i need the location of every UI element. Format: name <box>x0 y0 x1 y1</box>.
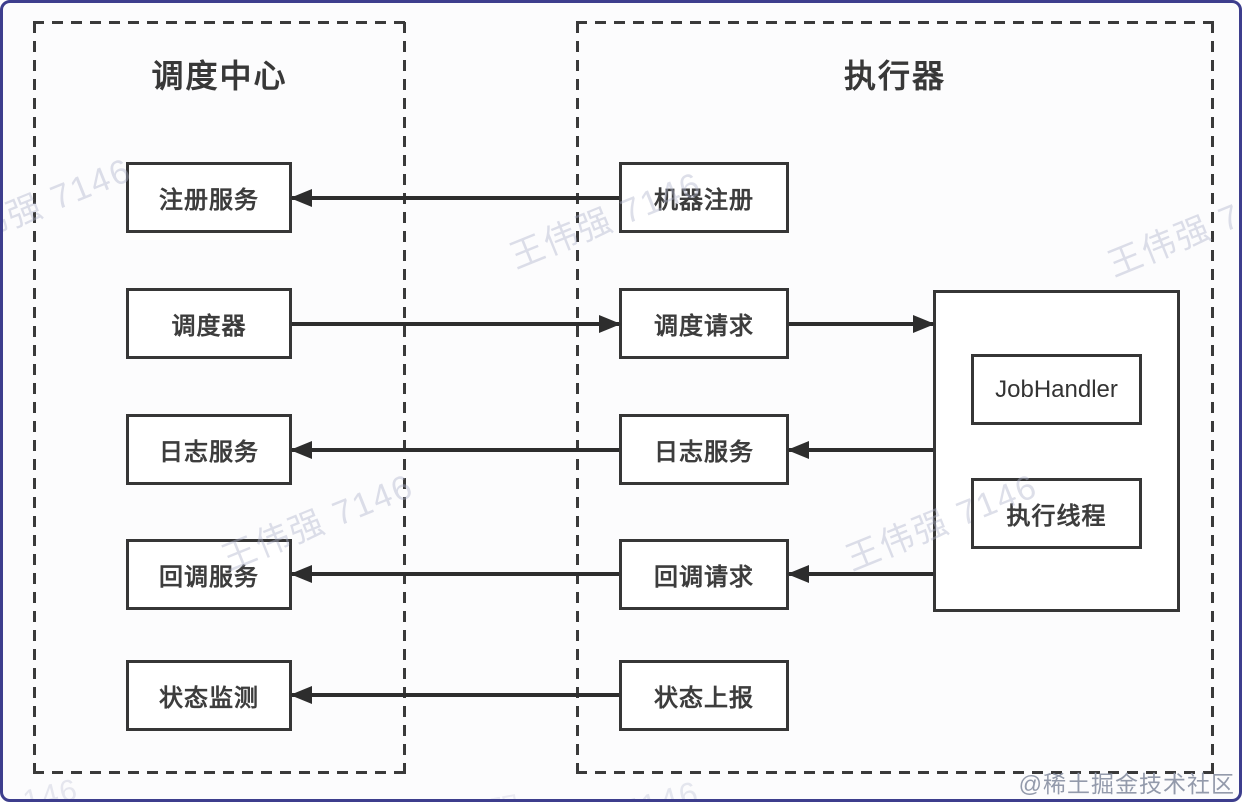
arrowhead-left-icon <box>290 189 312 207</box>
executor-inner-box <box>933 290 1180 612</box>
node-register-service: 注册服务 <box>126 162 292 233</box>
node-callback-request: 回调请求 <box>619 539 789 610</box>
node-callback-service: 回调服务 <box>126 539 292 610</box>
arrow-schedule-request-to-inner-box <box>789 315 935 333</box>
arrow-inner-box-to-log-executor <box>787 441 933 459</box>
watermark-fragment: 王伟强 <box>424 782 526 799</box>
arrowhead-left-icon <box>787 441 809 459</box>
arrowhead-right-icon <box>599 315 621 333</box>
arrow-inner-box-to-callback-request <box>787 565 933 583</box>
node-scheduler: 调度器 <box>126 288 292 359</box>
node-schedule-request: 调度请求 <box>619 288 789 359</box>
watermark-fragment: 146 <box>19 772 83 802</box>
arrow-callback-request-to-callback-service <box>290 565 619 583</box>
arrow-status-report-to-status-monitor <box>290 686 619 704</box>
watermark-fragment: 7146 <box>617 774 703 799</box>
arrowhead-left-icon <box>787 565 809 583</box>
arrowhead-left-icon <box>290 686 312 704</box>
arrowhead-left-icon <box>290 441 312 459</box>
node-log-service-executor: 日志服务 <box>619 414 789 485</box>
arrow-log-executor-to-log-center <box>290 441 619 459</box>
node-jobhandler: JobHandler <box>971 354 1142 425</box>
site-credit: @稀土掘金技术社区 <box>1018 771 1235 797</box>
container-scheduler-center <box>33 21 406 774</box>
node-machine-register: 机器注册 <box>619 162 789 233</box>
arrowhead-left-icon <box>290 565 312 583</box>
executor-title: 执行器 <box>843 58 946 94</box>
scheduler-center-title: 调度中心 <box>151 58 288 94</box>
node-exec-thread: 执行线程 <box>971 478 1142 549</box>
node-status-monitor: 状态监测 <box>126 660 292 731</box>
arrowhead-right-icon <box>913 315 935 333</box>
node-status-report: 状态上报 <box>619 660 789 731</box>
node-log-service-center: 日志服务 <box>126 414 292 485</box>
arrow-scheduler-to-schedule-request <box>292 315 621 333</box>
arrow-machine-register-to-register-service <box>290 189 619 207</box>
